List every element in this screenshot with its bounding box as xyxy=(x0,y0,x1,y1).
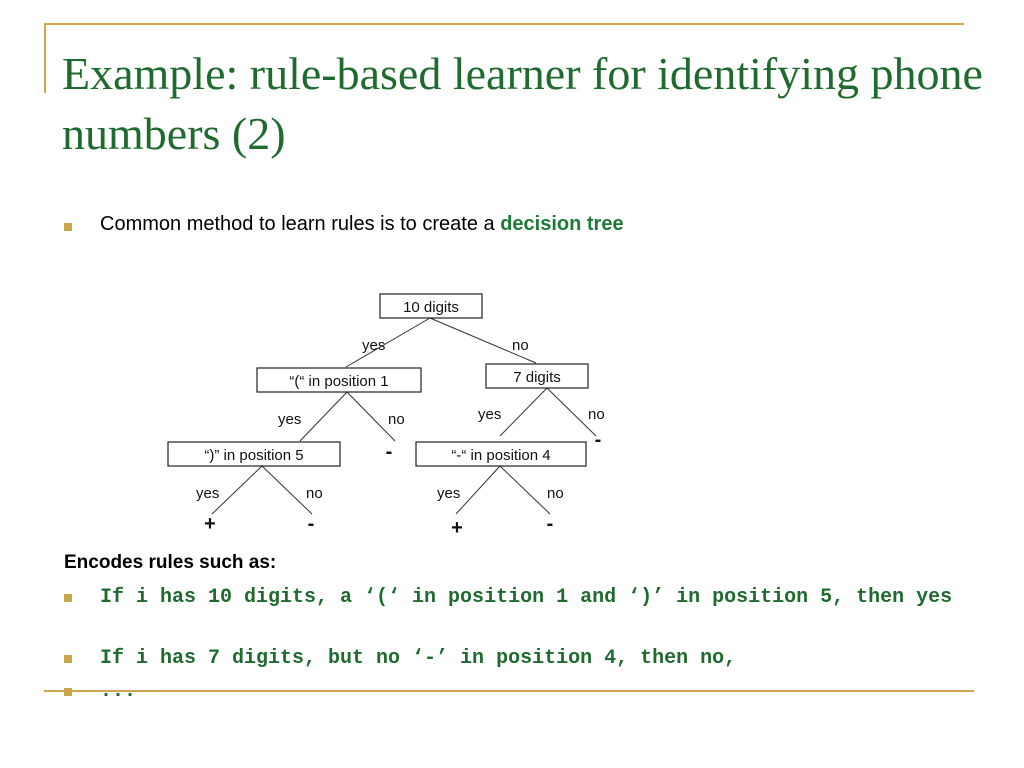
node-label-dash: “-“ in position 4 xyxy=(451,447,550,464)
rule-item-2: If i has 7 digits, but no ‘-’ in positio… xyxy=(100,647,737,670)
bullet-marker xyxy=(64,223,72,231)
edge-seven-yes xyxy=(499,387,548,437)
edge-paren-close-yes xyxy=(211,465,263,515)
edge-label-root-no: no xyxy=(512,337,529,354)
edge-label-paren-close-no: no xyxy=(306,485,323,502)
bullet-marker xyxy=(64,688,72,696)
node-box-dash xyxy=(415,441,587,467)
bullet-marker xyxy=(64,655,72,663)
node-box-root xyxy=(379,293,483,319)
leaf-dash-yes: + xyxy=(451,517,463,539)
leaf-paren-open-no: - xyxy=(386,441,393,463)
edge-paren-close-no xyxy=(261,465,313,515)
node-box-paren-close xyxy=(167,441,341,467)
rule-item-1: If i has 10 digits, a ‘(‘ in position 1 … xyxy=(100,586,953,609)
edge-label-root-yes: yes xyxy=(362,337,385,354)
edge-seven-no xyxy=(546,387,597,437)
edge-paren-open-no xyxy=(346,391,396,442)
edge-label-paren-open-no: no xyxy=(388,411,405,428)
leaf-paren-close-yes: + xyxy=(204,513,216,535)
rule-item-3: ... xyxy=(100,680,137,703)
leaf-seven-no: - xyxy=(595,429,602,451)
node-label-paren-open: “(“ in position 1 xyxy=(289,373,388,390)
edge-label-dash-no: no xyxy=(547,485,564,502)
edge-root-yes xyxy=(345,317,431,368)
left-border-line xyxy=(44,23,46,93)
edge-label-seven-yes: yes xyxy=(478,406,501,423)
leaf-paren-close-no: - xyxy=(308,513,315,535)
bottom-border-line xyxy=(44,690,974,692)
node-box-seven-digits xyxy=(485,363,589,389)
edge-label-paren-close-yes: yes xyxy=(196,485,219,502)
top-border-line xyxy=(44,23,964,25)
intro-bullet-text: Common method to learn rules is to creat… xyxy=(100,213,624,236)
leaf-dash-no: - xyxy=(547,513,554,535)
slide-title: Example: rule-based learner for identify… xyxy=(62,48,983,159)
edge-root-no xyxy=(429,317,537,364)
edge-label-seven-no: no xyxy=(588,406,605,423)
edge-label-dash-yes: yes xyxy=(437,485,460,502)
edge-paren-open-yes xyxy=(299,391,348,442)
edge-dash-no xyxy=(499,465,551,515)
edge-dash-yes xyxy=(455,465,501,515)
node-label-paren-close: “)” in position 5 xyxy=(204,447,303,464)
node-box-paren-open xyxy=(256,367,422,393)
intro-text: Common method to learn rules is to creat… xyxy=(100,213,501,235)
edge-label-paren-open-yes: yes xyxy=(278,411,301,428)
node-label-root: 10 digits xyxy=(403,299,459,316)
decision-tree-highlight: decision tree xyxy=(500,213,624,235)
bullet-marker xyxy=(64,594,72,602)
encodes-heading: Encodes rules such as: xyxy=(64,552,277,573)
node-label-seven-digits: 7 digits xyxy=(513,369,561,386)
